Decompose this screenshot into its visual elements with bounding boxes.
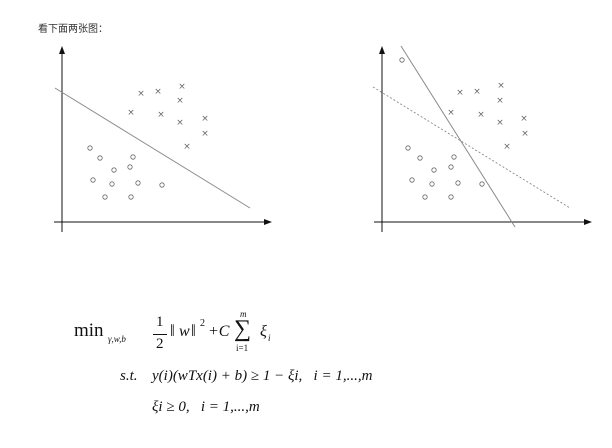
cross-marker: × [473,87,481,97]
circle-marker [422,194,428,200]
circle-marker [135,180,141,186]
cross-marker: × [456,88,464,98]
circle-marker [455,180,461,186]
half-denominator: 2 [156,336,164,352]
cross-marker: × [176,118,184,128]
right-y-arrow [379,46,385,54]
min-operator: min [74,320,104,341]
constraint-one: y(i)(wTx(i) + b) ≥ 1 − ξi, i = 1,...,m [152,368,373,384]
right-cross-markers: × × × × × × × × × × [447,81,529,152]
cross-marker: × [496,118,504,128]
right-solid-line [400,45,516,228]
norm-exponent: 2 [200,318,205,329]
cross-marker: × [201,129,209,139]
constraint-two: ξi ≥ 0, i = 1,...,m [152,399,260,415]
circle-marker [130,154,136,160]
norm-open: ‖ [170,321,175,340]
caption-text: 看下面两张图： [38,24,108,35]
right-circle-markers [399,57,485,200]
circle-marker [448,164,454,170]
left-x-arrow [264,219,272,225]
circle-marker [90,177,96,183]
subject-to-label: s.t. [120,368,138,384]
left-figure: × × × × × × × × × × [54,46,272,232]
circle-marker [159,182,165,188]
left-y-arrow [59,46,65,54]
cross-marker: × [447,108,455,118]
circle-marker [399,57,405,63]
circle-marker [102,194,108,200]
cross-marker: × [137,89,145,99]
plus-c-term: +C [208,323,230,340]
cross-marker: × [496,96,504,106]
circle-marker [431,167,437,173]
sum-upper-limit: m [240,309,247,319]
cross-marker: × [521,129,529,139]
left-cross-markers: × × × × × × × × × × [127,82,209,152]
norm-close: ‖ [191,321,196,340]
cross-marker: × [520,114,528,124]
cross-marker: × [176,96,184,106]
cross-marker: × [503,142,511,152]
circle-marker [97,155,103,161]
cross-marker: × [183,142,191,152]
fraction-bar [153,334,167,335]
circle-marker [451,154,457,160]
cross-marker: × [154,87,162,97]
circle-marker [109,181,115,187]
cross-marker: × [178,82,186,92]
cross-marker: × [157,110,165,120]
circle-marker [111,167,117,173]
right-x-arrow [584,219,592,225]
circle-marker [417,155,423,161]
cross-marker: × [477,110,485,120]
circle-marker [409,177,415,183]
circle-marker [448,194,454,200]
cross-marker: × [127,108,135,118]
sum-symbol: ∑ [234,316,252,342]
right-dashed-line [372,86,571,209]
circle-marker [479,181,485,187]
circle-marker [87,145,93,151]
xi-symbol: ξ [260,323,267,340]
left-separating-line [54,87,251,209]
xi-subscript: i [268,333,271,343]
sum-lower-limit: i=1 [236,343,249,353]
left-circle-markers [87,145,165,200]
cross-marker: × [201,114,209,124]
circle-marker [127,164,133,170]
half-numerator: 1 [156,314,164,330]
cross-marker: × [497,81,505,91]
circle-marker [128,194,134,200]
norm-variable: w [179,323,190,340]
circle-marker [405,145,411,151]
right-figure: × × × × × × × × × × [372,45,592,232]
circle-marker [429,181,435,187]
min-subscript: γ,w,b [108,334,126,344]
